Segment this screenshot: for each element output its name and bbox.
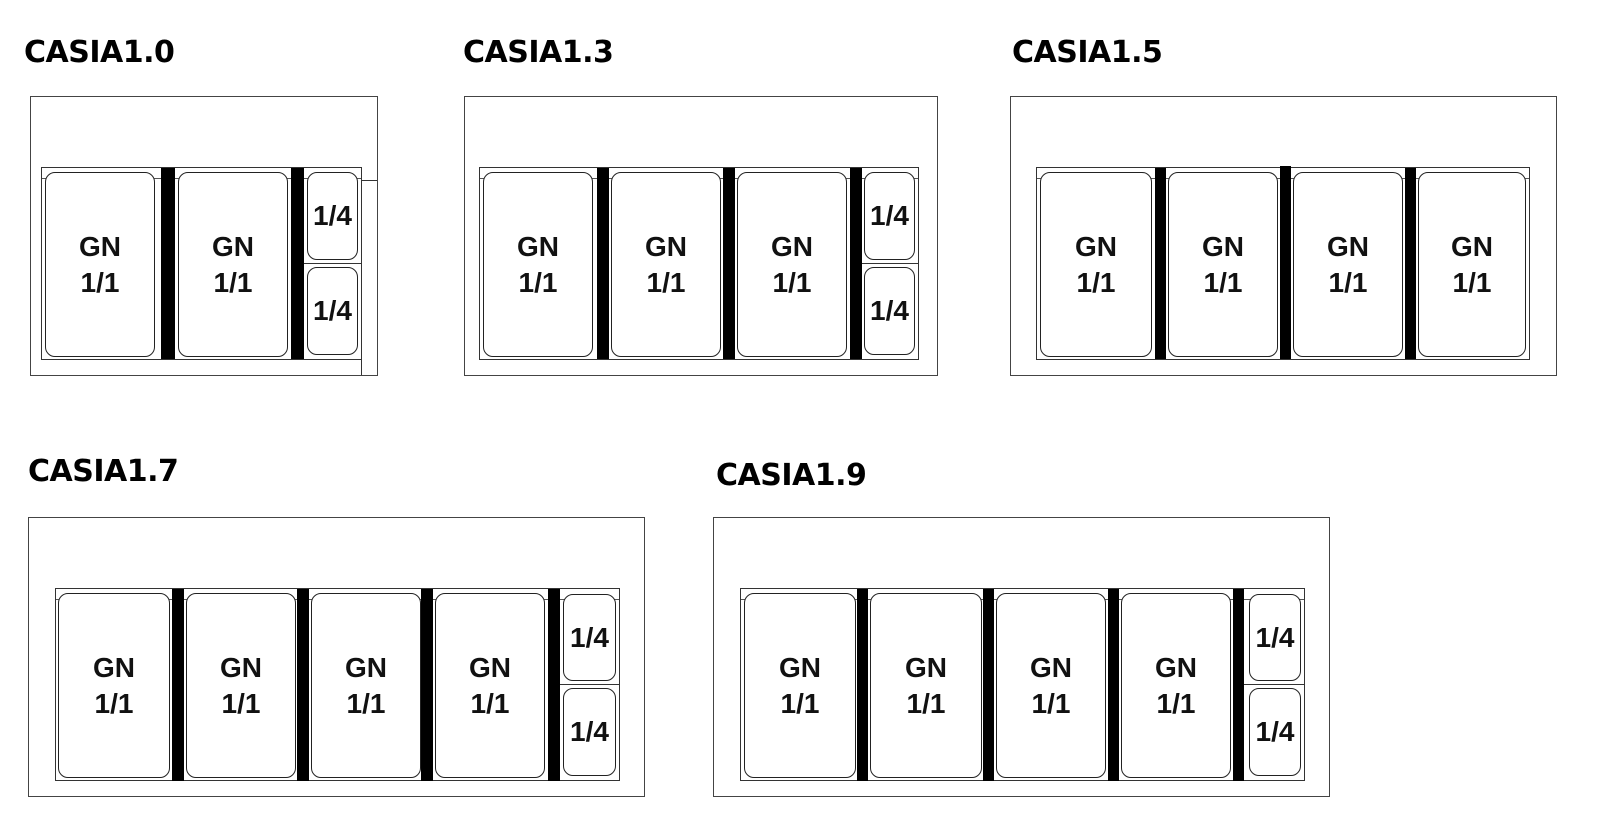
pan-fraction-label: 1/1	[213, 266, 253, 298]
pan-size-label: GN	[1030, 651, 1072, 683]
pan-fraction-label: 1/1	[1031, 687, 1071, 719]
pan-divider-bar	[161, 168, 175, 359]
pan-size-label: GN	[345, 651, 387, 683]
pan-size-label: GN	[517, 230, 559, 262]
model-title: CASIA1.7	[28, 454, 179, 489]
pan-fraction-label: 1/1	[780, 687, 820, 719]
pan-divider-bar	[291, 168, 304, 359]
pan-divider-bar	[1280, 166, 1291, 359]
gn-pan: GN 1/1	[178, 172, 288, 357]
model-title: CASIA1.5	[1012, 35, 1163, 70]
pan-fraction-label: 1/4	[570, 716, 609, 747]
pan-size-label: GN	[212, 230, 254, 262]
quarter-pan: 1/4	[563, 594, 616, 681]
pan-divider-bar	[983, 589, 994, 781]
pan-fraction-label: 1/4	[313, 295, 352, 326]
quarter-pan: 1/4	[563, 688, 616, 776]
quarter-pan: 1/4	[307, 172, 358, 260]
gn-pan: GN 1/1	[1040, 172, 1152, 357]
model-title: CASIA1.3	[463, 35, 614, 70]
pan-divider-bar	[597, 168, 609, 359]
gn-pan: GN 1/1	[611, 172, 721, 357]
pan-divider-bar	[1155, 168, 1166, 359]
pan-fraction-label: 1/1	[470, 687, 510, 719]
pan-fraction-label: 1/1	[1328, 266, 1368, 298]
quarter-pan: 1/4	[864, 172, 915, 260]
gn-pan: GN 1/1	[744, 593, 856, 778]
pan-fraction-label: 1/1	[518, 266, 558, 298]
pan-fraction-label: 1/4	[870, 200, 909, 231]
gn-pan: GN 1/1	[1121, 593, 1231, 778]
pan-size-label: GN	[220, 651, 262, 683]
gn-pan: GN 1/1	[186, 593, 296, 778]
pan-divider-bar	[723, 168, 735, 359]
pan-fraction-label: 1/4	[1255, 621, 1295, 653]
pan-size-label: GN	[905, 651, 947, 683]
pan-fraction-label: 1/1	[94, 687, 134, 719]
pan-fraction-label: 1/1	[906, 687, 946, 719]
quarter-pan: 1/4	[307, 267, 358, 355]
quarter-separator	[560, 684, 619, 685]
quarter-separator	[304, 263, 361, 264]
pan-divider-bar	[172, 589, 184, 781]
pan-divider-bar	[850, 168, 862, 359]
quarter-pan: 1/4	[1249, 688, 1301, 776]
pan-size-label: GN	[1202, 230, 1244, 262]
counter-edge-line	[361, 180, 377, 181]
gn-pan: GN 1/1	[58, 593, 170, 778]
gn-pan: GN 1/1	[996, 593, 1106, 778]
model-title: CASIA1.9	[716, 458, 867, 493]
pan-fraction-label: 1/1	[1203, 266, 1243, 298]
gn-pan: GN 1/1	[483, 172, 593, 357]
pan-size-label: GN	[645, 230, 687, 262]
model-title: CASIA1.0	[24, 35, 175, 70]
pan-size-label: GN	[93, 651, 135, 683]
pan-fraction-label: 1/4	[313, 200, 352, 231]
pan-size-label: GN	[779, 651, 821, 683]
pan-fraction-label: 1/4	[870, 295, 909, 326]
pan-size-label: GN	[1075, 230, 1117, 262]
pan-size-label: GN	[1327, 230, 1369, 262]
pan-fraction-label: 1/1	[346, 687, 386, 719]
pan-size-label: GN	[771, 230, 813, 262]
pan-fraction-label: 1/1	[1452, 266, 1492, 298]
pan-fraction-label: 1/1	[646, 266, 686, 298]
quarter-pan: 1/4	[864, 267, 915, 355]
pan-divider-bar	[1233, 589, 1244, 781]
pan-divider-bar	[297, 589, 309, 781]
pan-size-label: GN	[1451, 230, 1493, 262]
gn-pan: GN 1/1	[45, 172, 155, 357]
gn-pan: GN 1/1	[1168, 172, 1278, 357]
pan-size-label: GN	[1155, 651, 1197, 683]
gn-pan: GN 1/1	[870, 593, 982, 778]
quarter-separator	[862, 263, 918, 264]
pan-fraction-label: 1/1	[1076, 266, 1116, 298]
pan-fraction-label: 1/4	[570, 621, 609, 653]
pan-fraction-label: 1/4	[1255, 716, 1295, 747]
quarter-pan: 1/4	[1249, 594, 1301, 681]
pan-divider-bar	[1405, 168, 1416, 359]
gn-pan: GN 1/1	[435, 593, 545, 778]
gn-pan: GN 1/1	[1418, 172, 1526, 357]
pan-size-label: GN	[79, 230, 121, 262]
pan-divider-bar	[857, 589, 868, 781]
gn-pan: GN 1/1	[737, 172, 847, 357]
quarter-separator	[1244, 684, 1304, 685]
pan-divider-bar	[548, 589, 560, 781]
pan-fraction-label: 1/1	[772, 266, 812, 298]
pan-fraction-label: 1/1	[221, 687, 261, 719]
pan-divider-bar	[1108, 589, 1119, 781]
pan-size-label: GN	[469, 651, 511, 683]
gn-pan: GN 1/1	[311, 593, 421, 778]
pan-fraction-label: 1/1	[80, 266, 120, 298]
pan-fraction-label: 1/1	[1156, 687, 1196, 719]
gn-pan: GN 1/1	[1293, 172, 1403, 357]
pan-divider-bar	[421, 589, 433, 781]
